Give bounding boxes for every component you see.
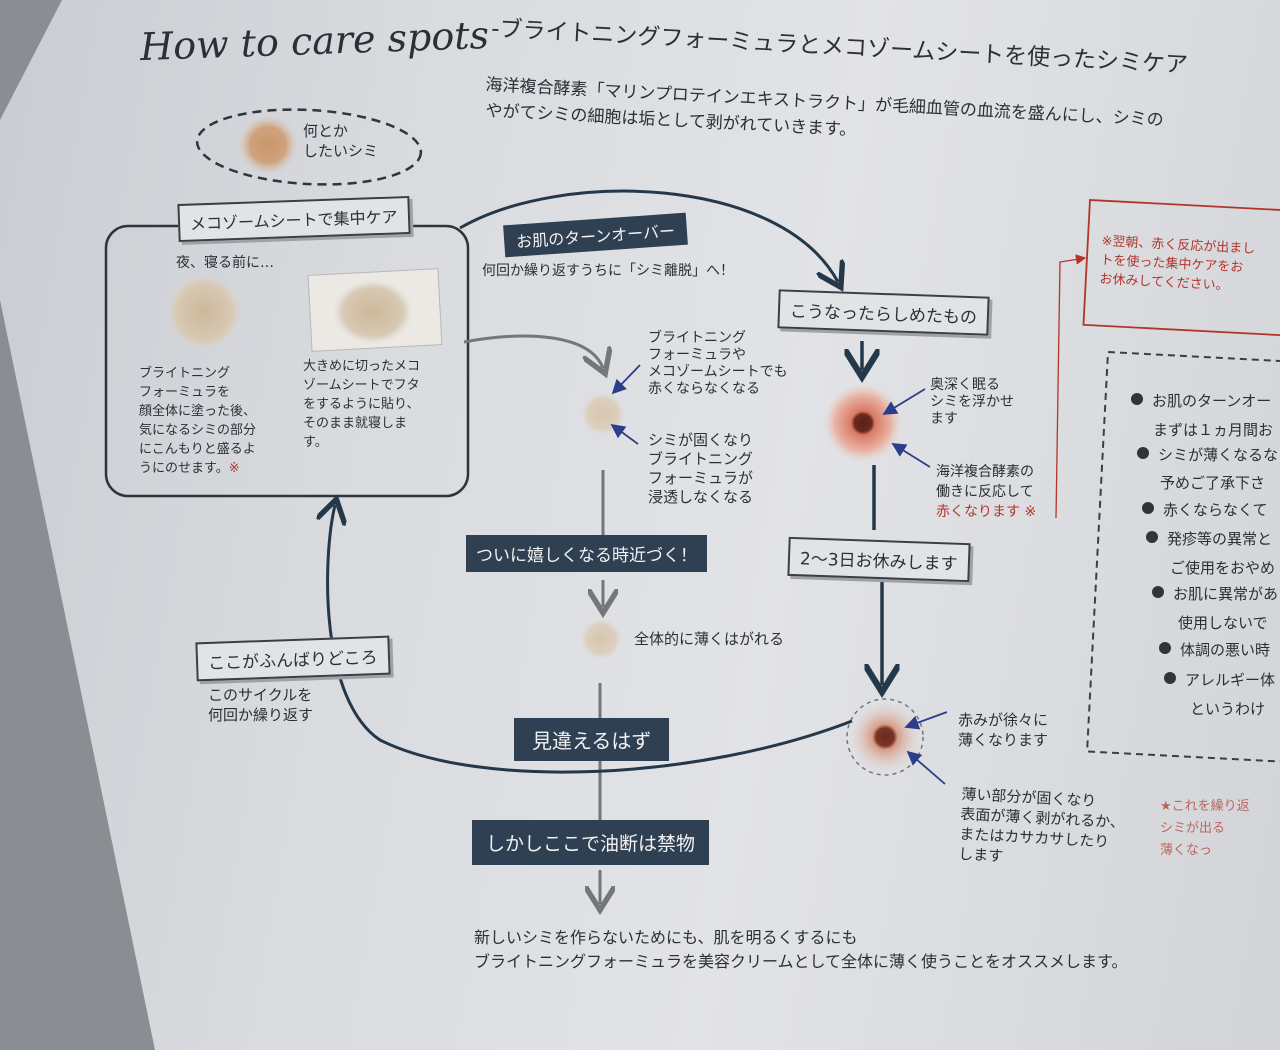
center-note-top: ブライトニング フォーミュラや メコゾームシートでも 赤くならなくなる: [648, 330, 788, 397]
note-react: 海洋複合酵素の 働きに反応して赤くなります ※: [936, 464, 1037, 520]
rest-label: 2～3日お休みします: [787, 536, 971, 583]
right-flow-header: こうなったらしめたもの: [777, 289, 990, 336]
notes-bullets: [1131, 393, 1176, 684]
cream-swatch: [166, 274, 242, 350]
step1-text: ブライトニング フォーミュラを 顔全体に塗った後、 気になるシミの部分 にこんも…: [139, 366, 257, 476]
notes-item: 発疹等の異常と: [1167, 530, 1273, 548]
notes-sub: 使用しないで: [1178, 614, 1268, 632]
note-peel: 薄い部分が固くなり 表面が薄く剥がれるか、 またはカサカサしたり します: [957, 784, 1126, 866]
notes-box-frame: [1086, 350, 1280, 763]
cycle-return-arrow: [328, 505, 853, 774]
star-note: ★これを繰り返 シミが出る 薄くなっ: [1160, 799, 1250, 858]
cycle-sub: このサイクルを 何回か繰り返す: [208, 686, 314, 724]
step1-mark: ※: [228, 461, 240, 476]
target-spot-callout: [195, 108, 423, 186]
notes-item: 赤くならなくて: [1163, 501, 1268, 519]
notes-sub: 予めご了承下さ: [1160, 474, 1266, 492]
cycle-label: ここがふんばりどころ: [195, 635, 391, 682]
footer-line-1: 新しいシミを作らないためにも、肌を明るくするにも: [474, 928, 858, 947]
turnover-sub: 何回か繰り返すうちに「シミ離脱」へ！: [482, 263, 734, 279]
left-panel-header: メコゾームシートで集中ケア: [177, 195, 411, 243]
notes-item: お肌のターンオー: [1152, 392, 1272, 410]
banner-near: ついに嬉しくなる時近づく！: [466, 535, 707, 572]
turnover-arrow: [459, 189, 838, 282]
pointer-arrows: [610, 364, 948, 785]
panel-to-center-arrow: [463, 334, 603, 368]
sheet-swatch: [307, 268, 443, 352]
notes-item: お肌に異常があ: [1173, 585, 1279, 603]
warning-box-frame: [1082, 199, 1280, 337]
notes-item: 体調の悪い時: [1180, 641, 1271, 659]
notes-sub: まずは１ヵ月間お: [1153, 421, 1274, 439]
notes-item: アレルギー体: [1185, 671, 1276, 689]
center-spot-faded: [580, 618, 622, 660]
notes-sub: というわけ: [1190, 700, 1266, 718]
notes-sub: ご使用をおやめ: [1170, 559, 1276, 577]
center-fade-text: 全体的に薄くはがれる: [634, 630, 785, 648]
banner-caution: しかしここで油断は禁物: [472, 820, 710, 865]
note-fade: 赤みが徐々に 薄くなります: [958, 711, 1049, 749]
before-bed-label: 夜、寝る前に…: [176, 255, 274, 271]
target-spot-label: 何とか したいシミ: [303, 122, 379, 160]
warning-text: ※翌朝、赤く反応が出まし トを使った集中ケアをお お休みしてください。: [1099, 233, 1256, 294]
footer-line-2: ブライトニングフォーミュラを美容クリームとして全体に薄く使うことをオススメします…: [474, 952, 1128, 971]
banner-results: 見違えるはず: [514, 718, 670, 761]
fading-red-spot: [846, 698, 924, 776]
step2-text: 大きめに切ったメコ ゾームシートでフタ をするように貼り、 そのまま就寝しま す…: [303, 359, 421, 450]
red-reaction-spot: [823, 383, 903, 463]
note-lift: 奥深く眠る シミを浮かせ ます: [930, 377, 1014, 427]
notes-item: シミが薄くなるな: [1158, 446, 1279, 464]
center-note-bottom: シミが固くなり ブライトニング フォーミュラが 浸透しなくなる: [648, 431, 754, 506]
note-react-red: 赤くなります: [936, 504, 1020, 520]
warning-connector: [1055, 254, 1087, 519]
note-react-mark: ※: [1024, 504, 1037, 520]
